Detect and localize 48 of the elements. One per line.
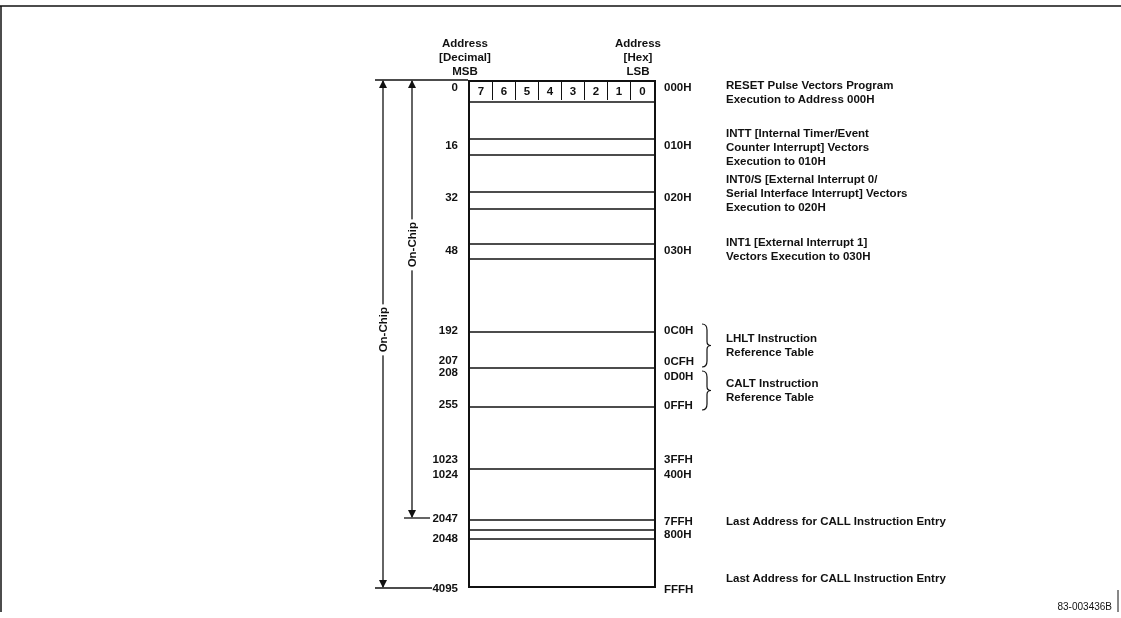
decimal-address: 255 (438, 397, 458, 411)
description-text: INT0/S [External Interrupt 0/ Serial Interface Interrupt] Vectors Execution to 020H (726, 172, 909, 214)
column-header: Address [Hex] LSB (615, 36, 661, 78)
description-text: CALT Instruction Reference Table (726, 376, 820, 404)
hex-address: 400H (664, 467, 692, 481)
description-text: INTT [Internal Timer/Event Counter Interrupt] Vectors Execution to 010H (726, 126, 871, 168)
decimal-address: 207 (438, 353, 458, 367)
hex-address: FFFH (664, 582, 694, 596)
hex-address: 0FFH (664, 398, 693, 412)
dimension-label: On-Chip (376, 304, 390, 356)
decimal-address: 32 (445, 190, 458, 204)
bit-cell: 6 (493, 82, 516, 100)
bit-cell: 2 (585, 82, 608, 100)
decimal-address: 2047 (432, 511, 458, 525)
decimal-address: 192 (438, 323, 458, 337)
decimal-address: 4095 (432, 581, 458, 595)
description-text: Last Address for CALL Instruction Entry (726, 571, 947, 585)
decimal-address: 1023 (432, 452, 458, 466)
hex-address: 0D0H (664, 369, 694, 383)
decimal-address: 208 (438, 365, 458, 379)
description-text: INT1 [External Interrupt 1] Vectors Execution to 030H (726, 235, 872, 263)
bit-cell: 5 (516, 82, 539, 100)
bit-cell: 1 (608, 82, 631, 100)
hex-address: 010H (664, 138, 692, 152)
description-text: RESET Pulse Vectors Program Execution to Address 000H (726, 78, 895, 106)
column-header: Address [Decimal] MSB (438, 36, 492, 78)
hex-address: 3FFH (664, 452, 693, 466)
decimal-address: 0 (451, 80, 458, 94)
hex-address: 0CFH (664, 354, 695, 368)
dimension-label: On-Chip (405, 219, 419, 271)
description-text: Last Address for CALL Instruction Entry (726, 514, 947, 528)
hex-address: 000H (664, 80, 692, 94)
decimal-address: 48 (445, 243, 458, 257)
bit-cell: 3 (562, 82, 585, 100)
bit-cell: 4 (539, 82, 562, 100)
figure-number: 83-003436B (1057, 600, 1112, 614)
decimal-address: 1024 (432, 467, 458, 481)
hex-address: 800H (664, 527, 692, 541)
hex-address: 7FFH (664, 514, 693, 528)
hex-address: 020H (664, 190, 692, 204)
description-text: LHLT Instruction Reference Table (726, 331, 819, 359)
hex-address: 030H (664, 243, 692, 257)
hex-address: 0C0H (664, 323, 694, 337)
decimal-address: 16 (445, 138, 458, 152)
bit-cell: 7 (470, 82, 493, 100)
decimal-address: 2048 (432, 531, 458, 545)
memory-map-block (468, 80, 656, 588)
bit-cell: 0 (631, 82, 654, 100)
